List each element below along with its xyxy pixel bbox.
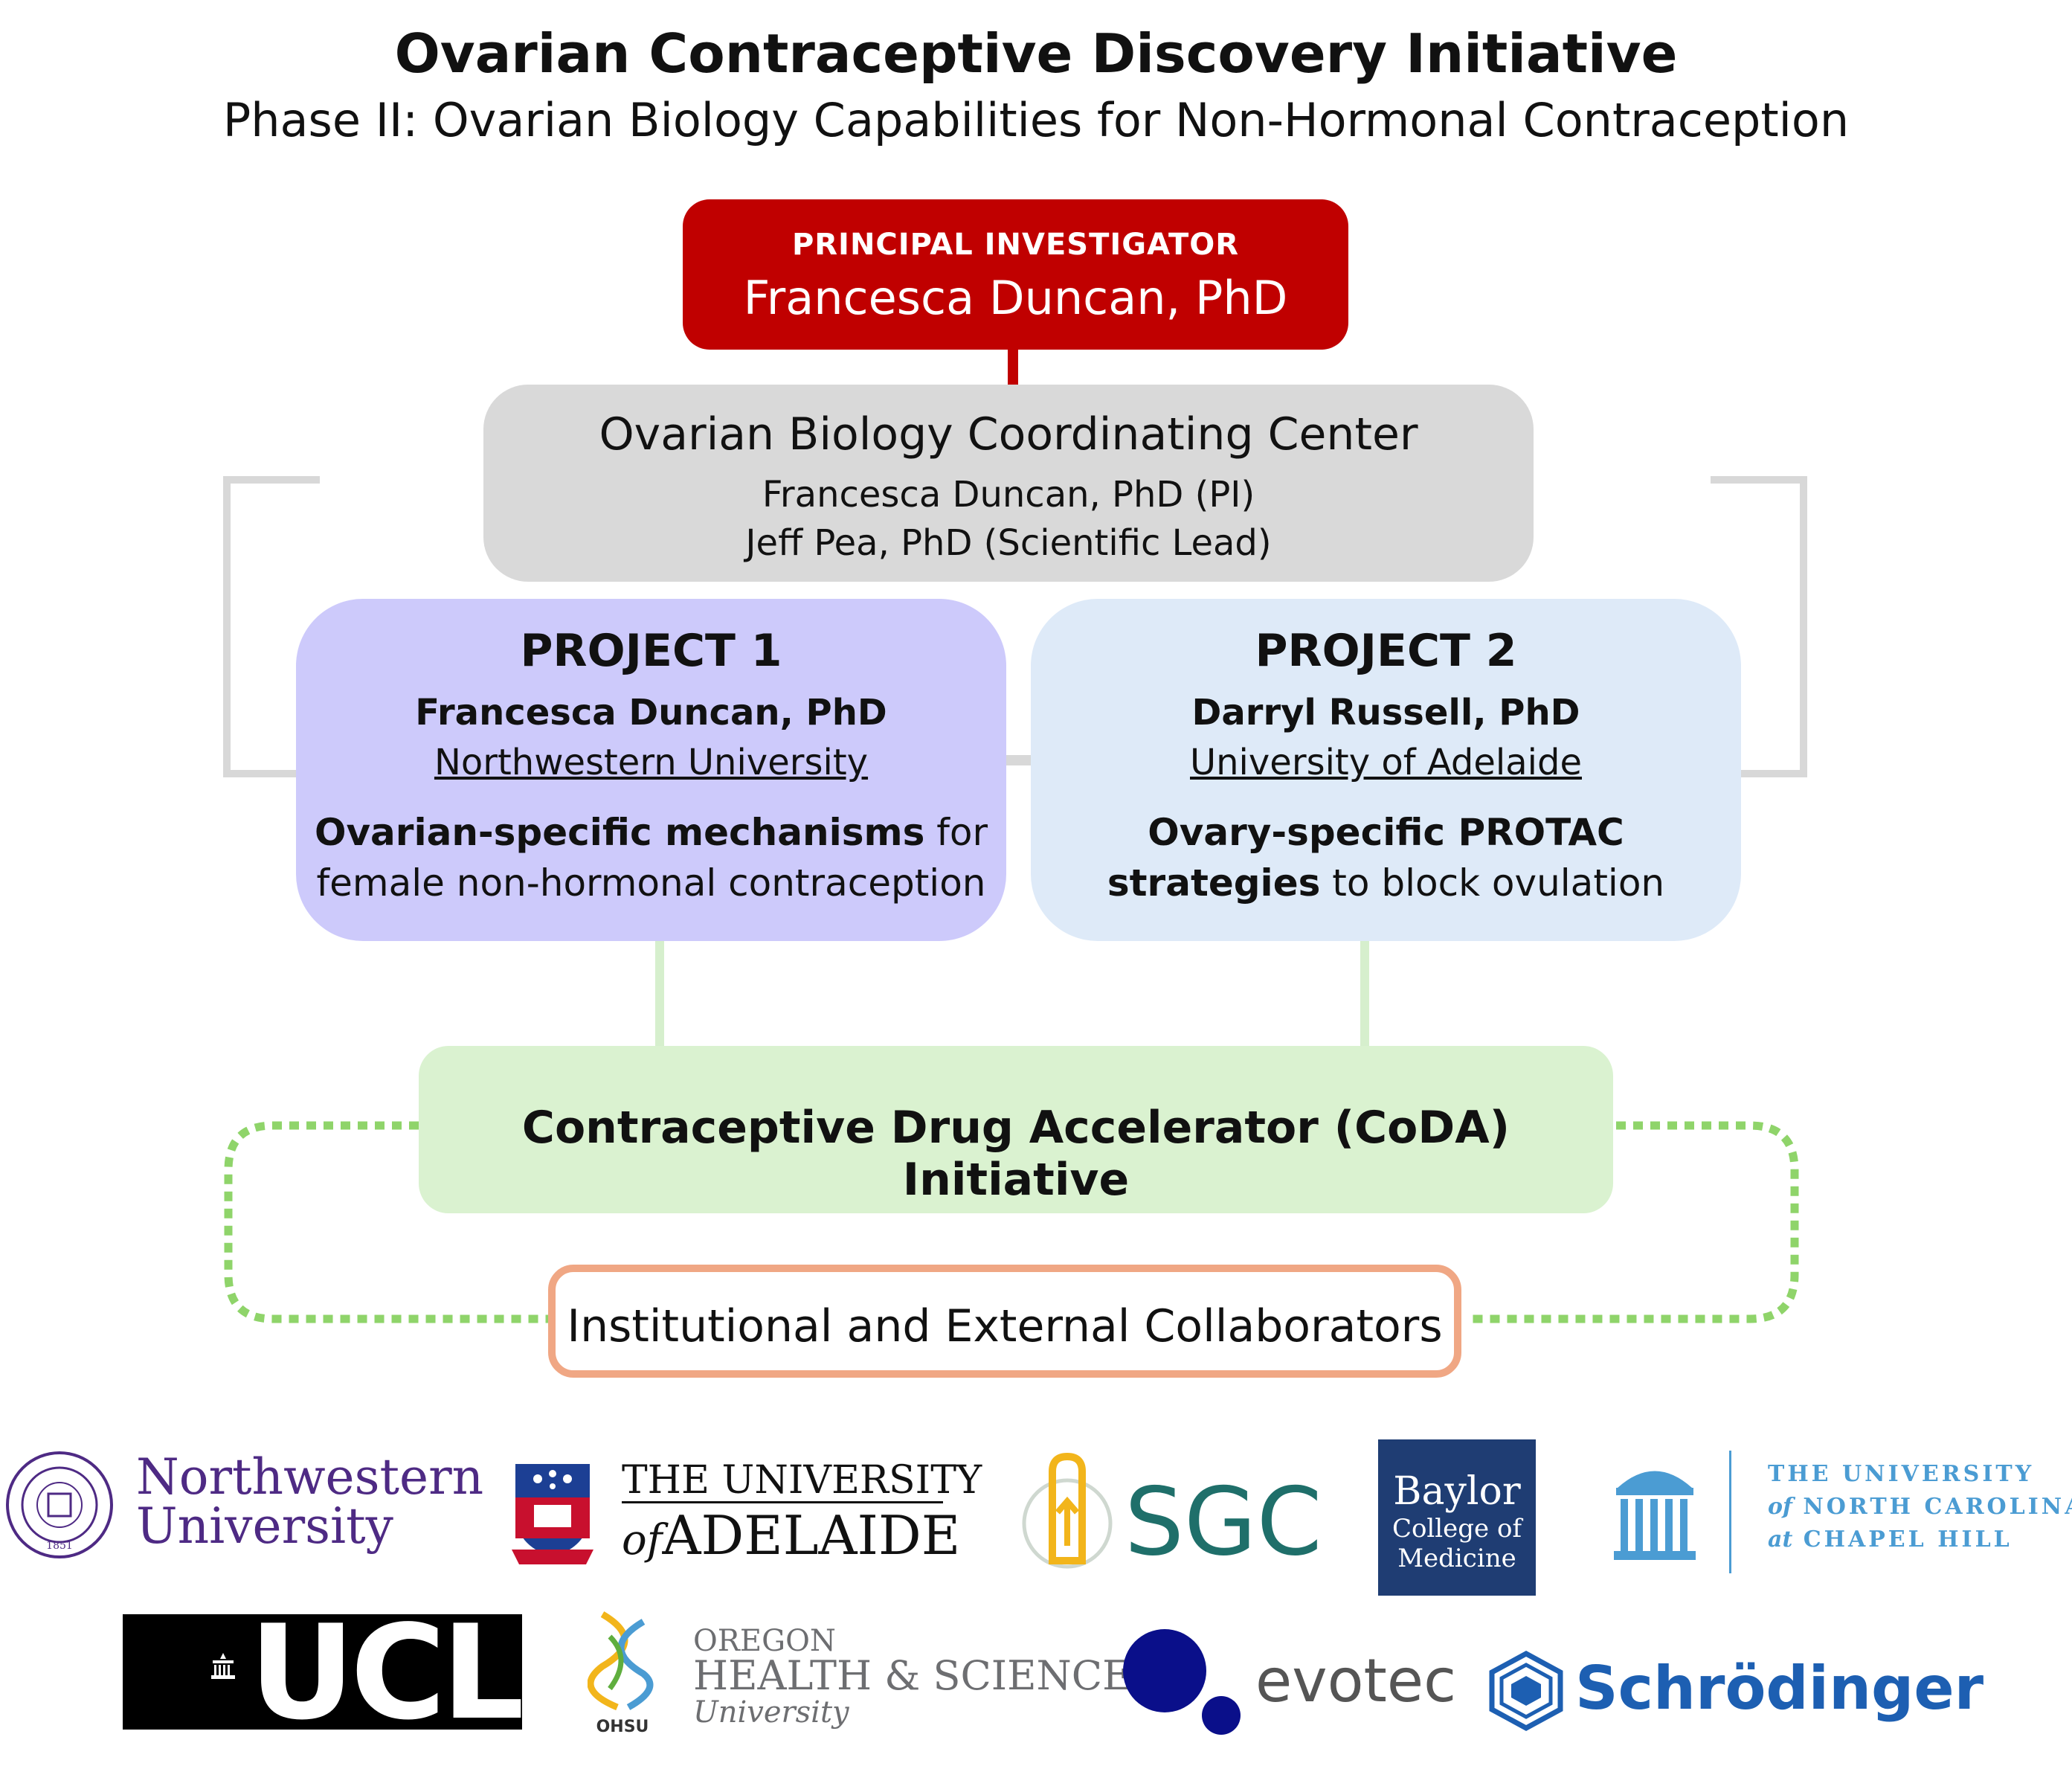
coda-initiative-label: Contraceptive Drug Accelerator (CoDA) In… bbox=[521, 1102, 1510, 1206]
unc-divider bbox=[1729, 1451, 1731, 1573]
page-subtitle: Phase II: Ovarian Biology Capabilities f… bbox=[222, 93, 1850, 147]
collaborators-box: Institutional and External Collaborators bbox=[548, 1265, 1461, 1378]
coordinating-center-lead: Jeff Pea, PhD (Scientific Lead) bbox=[745, 522, 1272, 564]
coordinating-center-pi: Francesca Duncan, PhD (PI) bbox=[762, 474, 1255, 516]
principal-investigator-box: PRINCIPAL INVESTIGATOR Francesca Duncan,… bbox=[683, 199, 1348, 350]
northwestern-logo-text: Northwestern University bbox=[136, 1453, 483, 1551]
collaboration-dotted-loop bbox=[224, 1121, 1799, 1323]
collaborators-label: Institutional and External Collaborators bbox=[567, 1300, 1443, 1352]
evotec-logo-text: evotec bbox=[1255, 1646, 1457, 1715]
ucl-logo-text: UCL bbox=[249, 1614, 522, 1730]
coordinating-center-box: Ovarian Biology Coordinating Center Fran… bbox=[483, 385, 1534, 582]
project-2-box: PROJECT 2 Darryl Russell, PhD University… bbox=[1031, 599, 1741, 941]
project-2-lead: Darryl Russell, PhD bbox=[1191, 692, 1580, 733]
adelaide-name: ADELAIDE bbox=[662, 1504, 961, 1567]
adelaide-crest-icon bbox=[512, 1464, 593, 1564]
baylor-line1: Baylor bbox=[1393, 1469, 1521, 1514]
coordinating-bracket-left bbox=[223, 476, 320, 777]
unc-line2: NORTH CAROLINA bbox=[1803, 1494, 2072, 1520]
unc-line3: CHAPEL HILL bbox=[1803, 1526, 2013, 1553]
pi-connector-line bbox=[1008, 350, 1018, 387]
coordinating-center-title: Ovarian Biology Coordinating Center bbox=[599, 408, 1418, 460]
project-1-title: PROJECT 1 bbox=[520, 625, 782, 677]
schrodinger-logo-text: Schrödinger bbox=[1575, 1654, 1984, 1723]
project-2-desc-bold2: strategies bbox=[1107, 861, 1321, 905]
schrodinger-hexagon-icon bbox=[1489, 1651, 1563, 1731]
project1-coda-connector bbox=[655, 939, 664, 1049]
ohsu-line3: University bbox=[693, 1695, 849, 1730]
unc-logo-text: THE UNIVERSITY of NORTH CAROLINA at CHAP… bbox=[1768, 1458, 2072, 1556]
project2-coda-connector bbox=[1360, 939, 1369, 1049]
sgc-emblem-icon bbox=[1022, 1452, 1113, 1569]
baylor-line3: Medicine bbox=[1397, 1544, 1516, 1573]
project-2-desc-bold: Ovary-specific PROTAC bbox=[1148, 811, 1624, 854]
northwestern-line1: Northwestern bbox=[136, 1448, 484, 1506]
project-2-institution: University of Adelaide bbox=[1190, 742, 1582, 783]
baylor-logo: Baylor College of Medicine bbox=[1378, 1439, 1536, 1596]
project-1-desc-rest: for bbox=[924, 811, 988, 854]
ohsu-badge-text: OHSU bbox=[596, 1718, 649, 1736]
project-2-description: Ovary-specific PROTAC strategies to bloc… bbox=[1031, 807, 1741, 908]
unc-of: of bbox=[1768, 1494, 1792, 1520]
ohsu-helix-icon: OHSU bbox=[588, 1611, 654, 1736]
coordinating-bracket-right bbox=[1711, 476, 1807, 777]
ucl-portico-icon bbox=[211, 1653, 235, 1679]
project-1-desc-bold: Ovarian-specific mechanisms bbox=[314, 811, 925, 854]
ohsu-line2: HEALTH & SCIENCE bbox=[693, 1652, 1132, 1699]
unc-at: at bbox=[1768, 1526, 1793, 1553]
coda-initiative-box: Contraceptive Drug Accelerator (CoDA) In… bbox=[419, 1046, 1613, 1213]
ohsu-logo-text: OREGON HEALTH & SCIENCE University bbox=[693, 1626, 1132, 1729]
evotec-dots-icon bbox=[1123, 1629, 1241, 1735]
project-1-box: PROJECT 1 Francesca Duncan, PhD Northwes… bbox=[296, 599, 1006, 941]
project-link-line bbox=[997, 755, 1041, 765]
project-1-desc-line2: female non-hormonal contraception bbox=[316, 861, 986, 905]
northwestern-seal-year: 1851 bbox=[46, 1540, 73, 1552]
project-2-desc-rest: to block ovulation bbox=[1320, 861, 1665, 905]
page-title: Ovarian Contraceptive Discovery Initiati… bbox=[394, 22, 1678, 85]
project-1-institution: Northwestern University bbox=[434, 742, 869, 783]
ohsu-line1: OREGON bbox=[693, 1624, 836, 1658]
sgc-logo-text: SGC bbox=[1125, 1467, 1322, 1576]
northwestern-line2: University bbox=[136, 1497, 393, 1555]
ucl-logo: UCL bbox=[123, 1614, 522, 1730]
northwestern-seal-icon: 1851 bbox=[6, 1451, 113, 1558]
unc-old-well-icon bbox=[1614, 1471, 1696, 1560]
adelaide-divider bbox=[622, 1501, 943, 1503]
unc-line1: THE UNIVERSITY bbox=[1768, 1461, 2035, 1487]
project-2-title: PROJECT 2 bbox=[1255, 625, 1517, 677]
adelaide-line2: ofADELAIDE bbox=[622, 1504, 960, 1567]
adelaide-line1: THE UNIVERSITY bbox=[622, 1458, 982, 1503]
pi-role-label: PRINCIPAL INVESTIGATOR bbox=[791, 228, 1240, 262]
pi-name: Francesca Duncan, PhD bbox=[743, 271, 1288, 325]
project-1-description: Ovarian-specific mechanisms for female n… bbox=[296, 807, 1006, 908]
baylor-line2: College of bbox=[1391, 1514, 1522, 1544]
adelaide-of: of bbox=[622, 1516, 663, 1564]
project-1-lead: Francesca Duncan, PhD bbox=[415, 692, 887, 733]
